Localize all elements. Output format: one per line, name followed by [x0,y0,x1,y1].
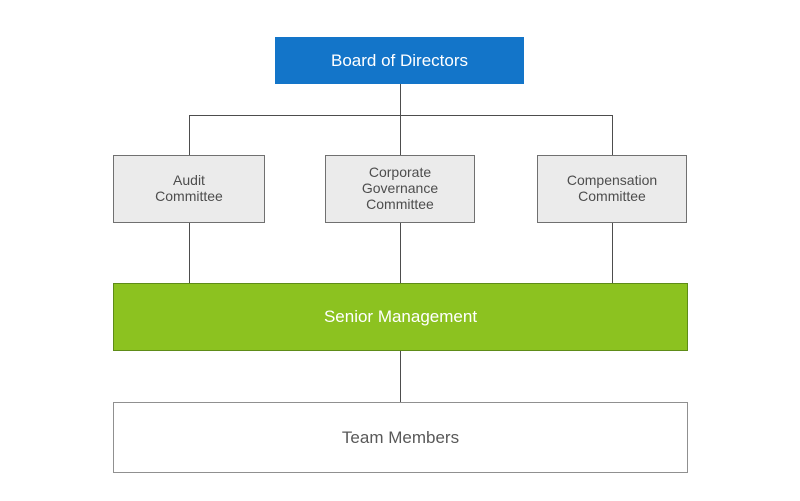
connector-governance-senior [400,223,401,283]
connector-audit-senior [189,223,190,283]
senior-management-label: Senior Management [323,307,478,326]
connector-drop-compensation [612,115,613,155]
connector-compensation-senior [612,223,613,283]
connector-senior-team [400,351,401,402]
compensation-committee-label: Compensation Committee [566,172,658,204]
node-corporate-governance-committee: Corporate Governance Committee [325,155,475,223]
node-compensation-committee: Compensation Committee [537,155,687,223]
connector-drop-audit [189,115,190,155]
connector-board-trunk [400,84,401,155]
team-members-label: Team Members [341,427,460,447]
connector-board-crossbar [189,115,613,116]
node-audit-committee: Audit Committee [113,155,265,223]
corporate-governance-committee-label: Corporate Governance Committee [361,164,439,212]
node-team-members: Team Members [113,402,688,473]
node-senior-management: Senior Management [113,283,688,351]
node-board-of-directors: Board of Directors [275,37,524,84]
audit-committee-label: Audit Committee [155,172,223,204]
board-of-directors-label: Board of Directors [331,50,468,70]
